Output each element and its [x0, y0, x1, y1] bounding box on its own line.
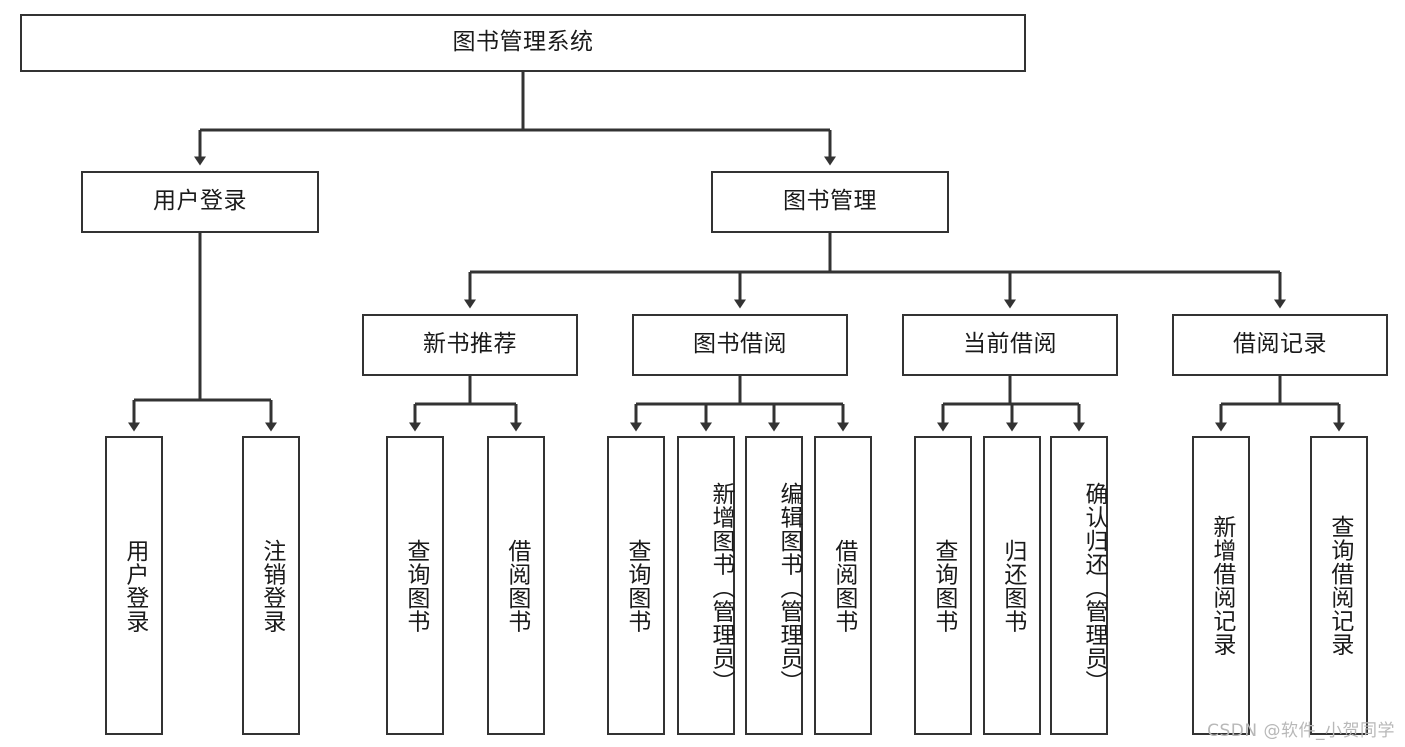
node-leaf-add-book-admin[interactable]: 新增图书（管理员）	[677, 436, 735, 735]
node-leaf-add-borrow-record[interactable]: 新增借阅记录	[1192, 436, 1250, 735]
node-user-login[interactable]: 用户登录	[81, 171, 319, 233]
node-new-book-recommend[interactable]: 新书推荐	[362, 314, 578, 376]
node-book-borrow[interactable]: 图书借阅	[632, 314, 848, 376]
node-root[interactable]: 图书管理系统	[20, 14, 1026, 72]
node-book-management[interactable]: 图书管理	[711, 171, 949, 233]
node-borrow-record[interactable]: 借阅记录	[1172, 314, 1388, 376]
node-leaf-confirm-return-admin[interactable]: 确认归还（管理员）	[1050, 436, 1108, 735]
node-current-borrow[interactable]: 当前借阅	[902, 314, 1118, 376]
node-leaf-edit-book-admin[interactable]: 编辑图书（管理员）	[745, 436, 803, 735]
node-leaf-query-book-current[interactable]: 查询图书	[914, 436, 972, 735]
node-leaf-query-book-recommend[interactable]: 查询图书	[386, 436, 444, 735]
node-leaf-borrow-book-recommend[interactable]: 借阅图书	[487, 436, 545, 735]
node-leaf-user-logout[interactable]: 注销登录	[242, 436, 300, 735]
csdn-watermark: CSDN @软件_小贺同学	[1207, 721, 1395, 741]
node-leaf-query-borrow-record[interactable]: 查询借阅记录	[1310, 436, 1368, 735]
node-leaf-return-book[interactable]: 归还图书	[983, 436, 1041, 735]
node-leaf-borrow-book[interactable]: 借阅图书	[814, 436, 872, 735]
node-leaf-query-book-borrow[interactable]: 查询图书	[607, 436, 665, 735]
node-leaf-user-login[interactable]: 用户登录	[105, 436, 163, 735]
